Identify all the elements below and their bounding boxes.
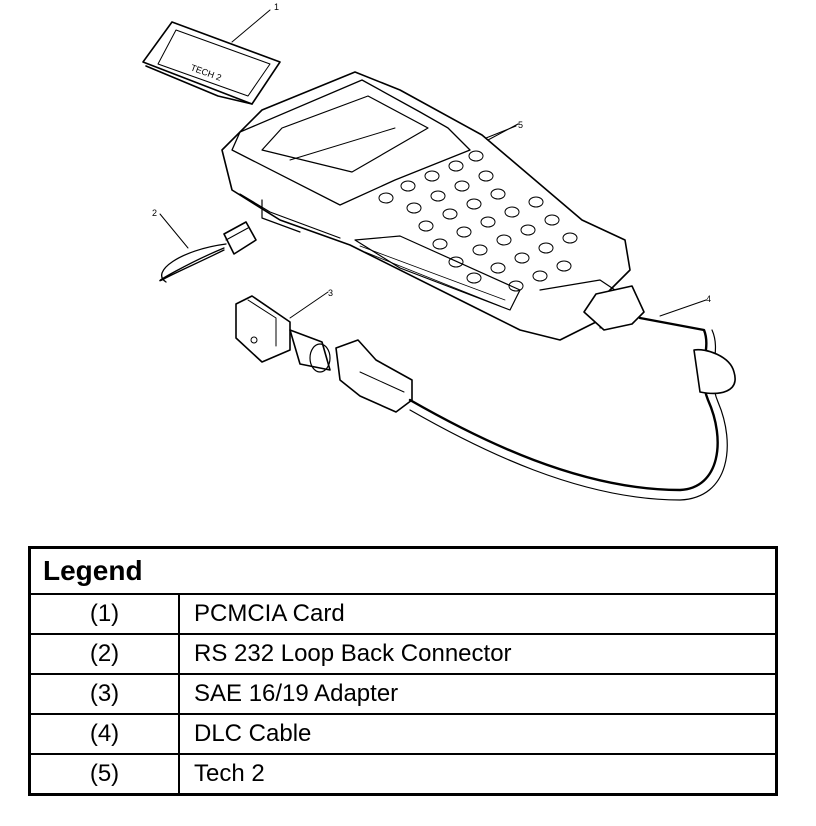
legend-title: Legend [28,546,778,595]
legend-number: (5) [28,753,180,796]
callout-1: 1 [274,2,279,12]
callout-5: 5 [518,120,523,130]
callout-2: 2 [152,208,157,218]
callout-3: 3 [328,288,333,298]
callout-4: 4 [706,294,711,304]
legend-row: (2) RS 232 Loop Back Connector [28,633,778,675]
legend-row: (5) Tech 2 [28,753,778,796]
legend-row: (3) SAE 16/19 Adapter [28,673,778,715]
legend-table: Legend (1) PCMCIA Card (2) RS 232 Loop B… [28,546,778,796]
legend-description: Tech 2 [178,753,778,796]
tech2-kit-illustration: TECH 2 [142,2,736,501]
legend-row: (1) PCMCIA Card [28,593,778,635]
legend-number: (2) [28,633,180,675]
legend-description: RS 232 Loop Back Connector [178,633,778,675]
legend-row: (4) DLC Cable [28,713,778,755]
legend-number: (4) [28,713,180,755]
pcmcia-card: TECH 2 [142,9,281,105]
dlc-cable [408,285,736,501]
legend-description: DLC Cable [178,713,778,755]
legend-description: PCMCIA Card [178,593,778,635]
tech2-handheld [221,71,631,341]
legend-number: (3) [28,673,180,715]
legend-description: SAE 16/19 Adapter [178,673,778,715]
legend-header-row: Legend [28,546,778,595]
sae-adapter [235,291,413,413]
rs232-loopback-connector [159,213,257,283]
legend-number: (1) [28,593,180,635]
